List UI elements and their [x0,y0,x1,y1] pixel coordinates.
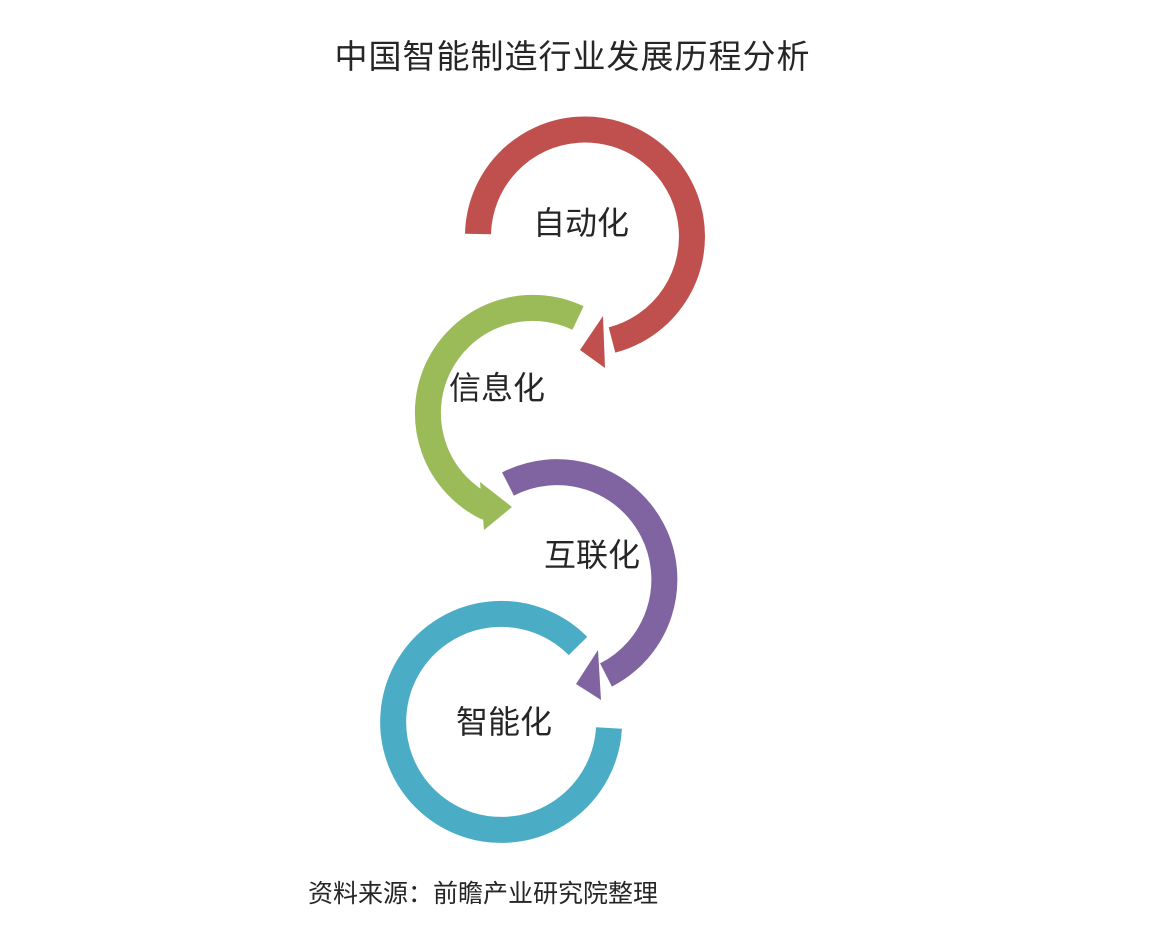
stage-4-arc [380,600,622,843]
stage-label-informatization: 信息化 [449,369,545,407]
stage-intelligence-arrow [380,600,622,843]
stage-3-arrowhead [576,650,601,700]
source-note: 资料来源：前瞻产业研究院整理 [308,879,659,908]
stage-label-automation: 自动化 [533,204,629,242]
diagram-title: 中国智能制造行业发展历程分析 [334,37,811,76]
stage-1-arc [465,116,705,353]
stage-2-arrowhead [480,482,512,530]
stage-label-connectivity: 互联化 [544,536,640,574]
stage-automation-arrow [465,116,705,368]
stage-informatization-arrow [414,294,584,530]
stage-3-arc [502,459,678,687]
stage-2-arc [414,294,584,520]
stage-1-arrowhead [580,316,605,368]
stage-label-intelligence: 智能化 [456,703,552,741]
stage-connectivity-arrow [502,459,678,700]
